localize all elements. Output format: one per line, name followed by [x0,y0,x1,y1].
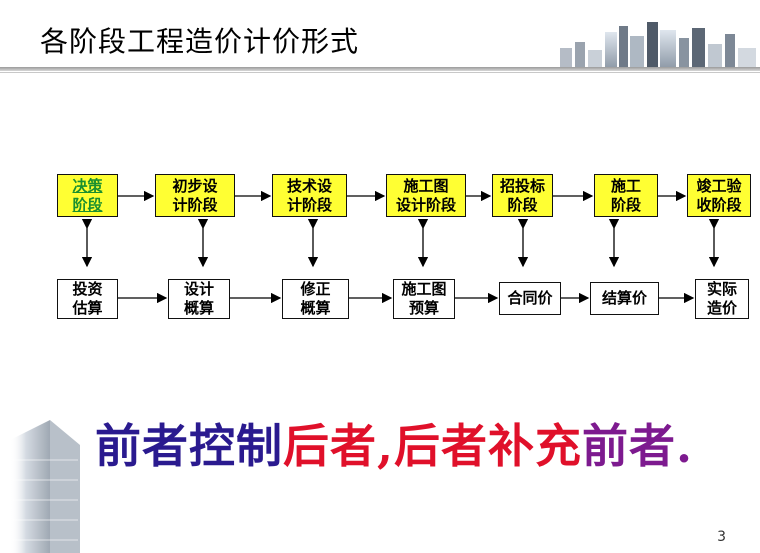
stage-label: 招投标 阶段 [499,176,545,214]
stage-label: 技术设 计阶段 [286,176,332,214]
stage-label: 竣工验 收阶段 [696,176,742,214]
title-divider-thin [0,72,760,73]
price-label: 施工图 预算 [401,280,447,317]
price-label: 修正 概算 [300,280,331,317]
price-label: 实际 造价 [706,280,737,317]
stage-box-construction: 施工 阶段 [594,174,658,217]
stage-label: 初步设 计阶段 [172,176,218,214]
conclusion-part-3: 前者. [582,419,694,473]
price-box-contract-price: 合同价 [499,282,561,315]
conclusion-part-2: 后者,后者补充 [283,419,583,473]
price-box-estimate: 投资 估算 [57,279,118,319]
price-label: 投资 估算 [72,280,103,317]
price-box-drawing-budget: 施工图 预算 [393,279,455,319]
stage-box-bidding: 招投标 阶段 [492,174,553,217]
price-box-actual-cost: 实际 造价 [695,279,749,319]
city-skyline-icon [560,22,756,70]
conclusion-text: 前者控制后者,后者补充前者. [95,410,715,476]
price-label: 结算价 [601,289,647,307]
office-tower-icon [10,420,80,553]
stage-box-preliminary-design: 初步设 计阶段 [155,174,235,217]
price-label: 合同价 [507,289,553,307]
stage-label: 施工图 设计阶段 [395,176,456,214]
price-box-revised-budget: 修正 概算 [282,279,349,319]
stage-label: 施工 阶段 [610,176,641,214]
title-divider [0,67,760,71]
price-box-settlement-price: 结算价 [590,282,659,315]
price-box-design-budget: 设计 概算 [168,279,230,319]
conclusion-part-1: 前者控制 [95,419,283,473]
stage-box-completion: 竣工验 收阶段 [687,174,751,217]
page-number: 3 [717,529,726,545]
stage-box-technical-design: 技术设 计阶段 [272,174,347,217]
price-label: 设计 概算 [183,280,214,317]
stage-box-construction-drawing: 施工图 设计阶段 [386,174,466,217]
slide-title: 各阶段工程造价计价形式 [40,25,360,58]
stage-label: 决策 阶段 [72,176,103,214]
stage-box-decision: 决策 阶段 [57,174,118,217]
